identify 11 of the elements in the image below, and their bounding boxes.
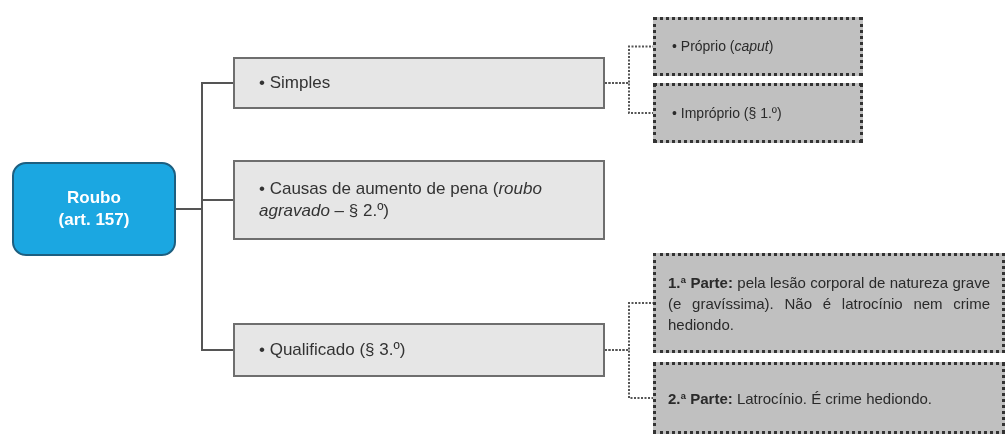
box-text: 2.ª Parte: Latrocínio. É crime hediondo.	[668, 388, 934, 409]
box-text: 1.ª Parte: pela lesão corporal de natureza grave (e gravíssima). Não é latrocínio nem crime hediondo.	[668, 272, 990, 335]
subcategory-box: • Impróprio (§ 1.º)	[653, 83, 863, 143]
topic-box: Roubo (art. 157)	[12, 162, 176, 256]
category-box: • Qualificado (§ 3.º)	[233, 323, 605, 377]
subcategory-box: • Próprio (caput)	[653, 17, 863, 76]
connector-line	[175, 208, 234, 351]
category-box: • Simples	[233, 57, 605, 109]
note-box	[653, 253, 1005, 353]
note-box	[653, 362, 1005, 434]
category-box: • Causas de aumento de pena (roubo agravado – § 2.º)	[233, 160, 605, 240]
